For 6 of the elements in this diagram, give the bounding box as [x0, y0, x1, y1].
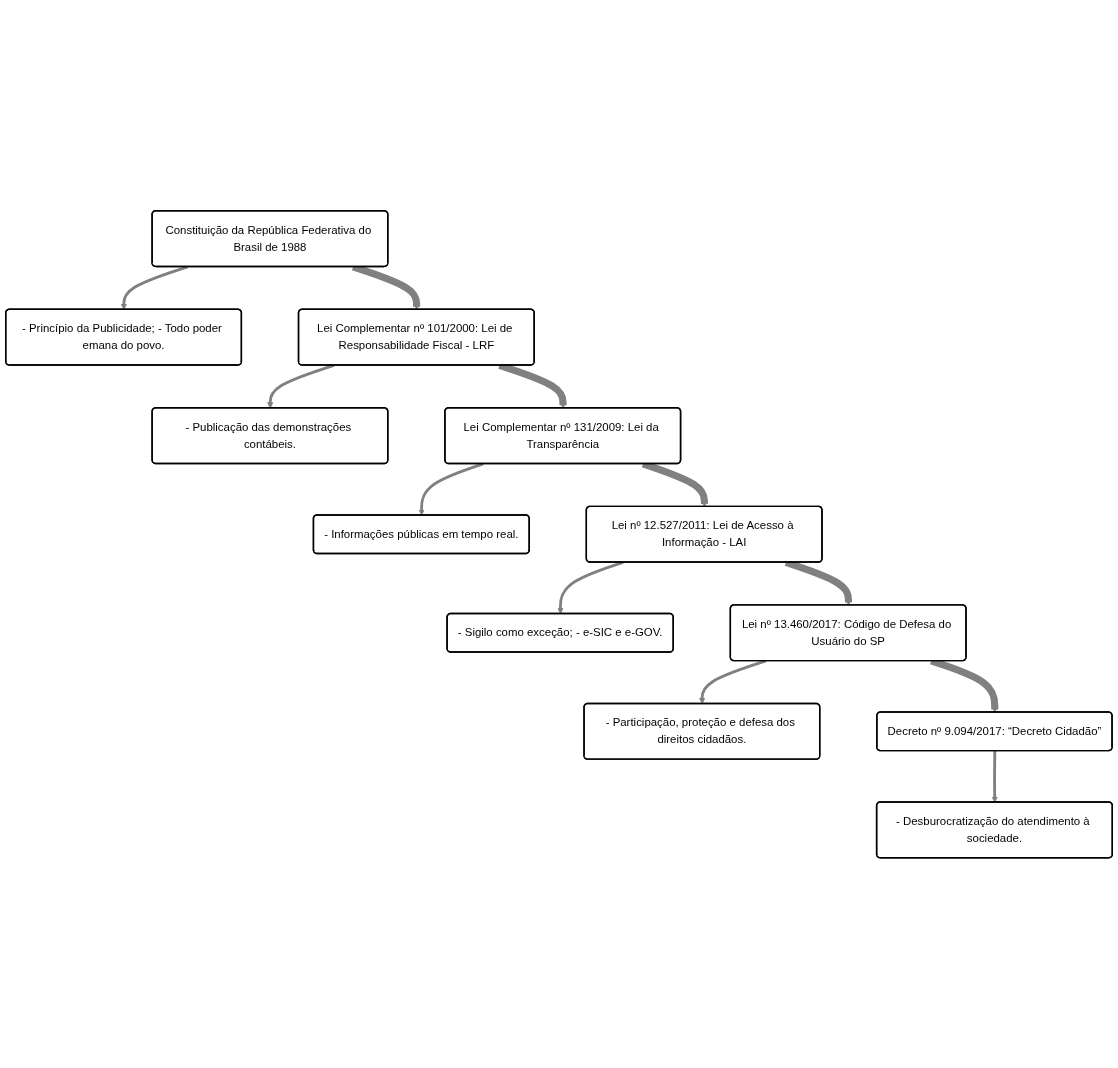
arrow: [267, 363, 335, 409]
arrow: [699, 659, 767, 704]
arrow: [120, 265, 188, 310]
arrow: [557, 560, 624, 614]
arrow: [991, 750, 998, 803]
arrow: [418, 462, 484, 516]
